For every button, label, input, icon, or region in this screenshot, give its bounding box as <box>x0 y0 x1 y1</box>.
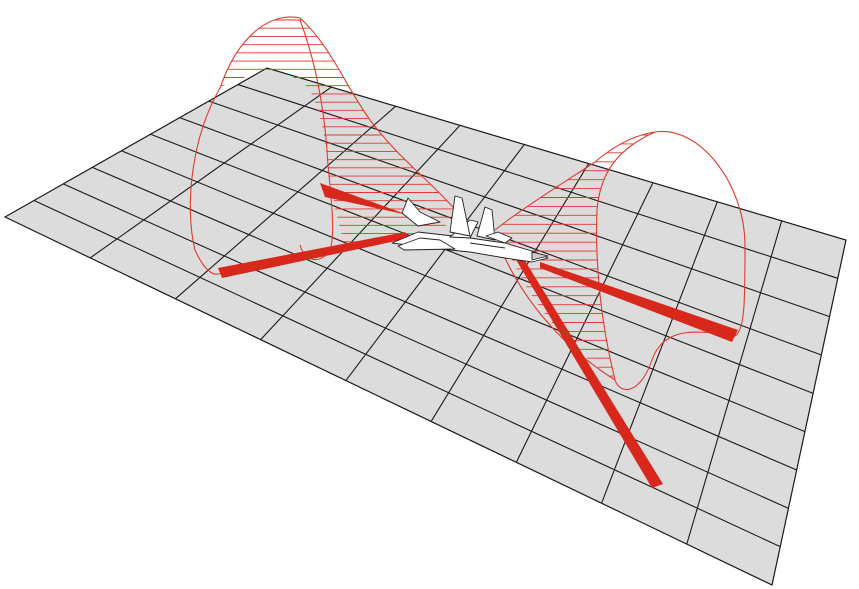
illustration <box>0 0 859 589</box>
radar-cone-diagram <box>0 0 859 589</box>
